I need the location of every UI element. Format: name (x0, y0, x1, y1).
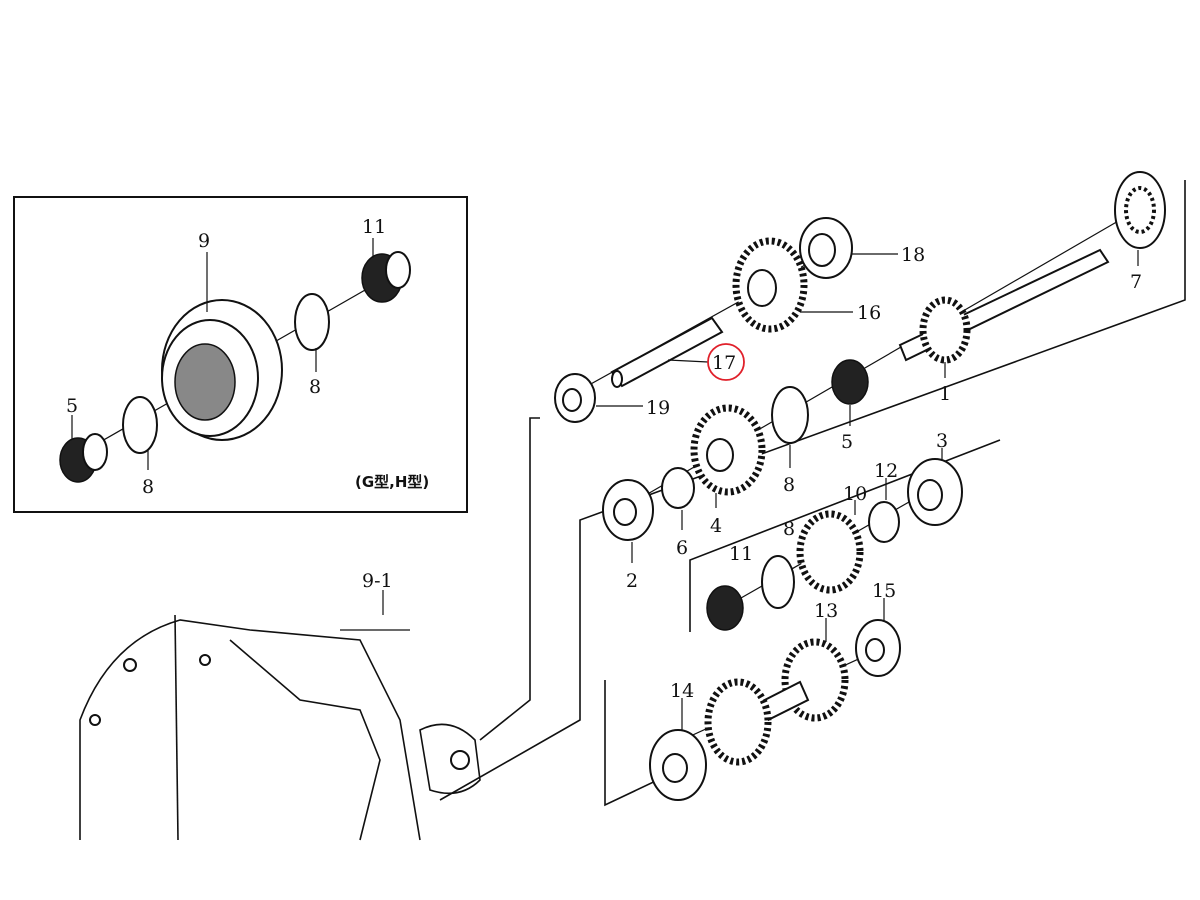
inset-needle-bearing-left (59, 433, 108, 483)
label-1: 1 (939, 383, 951, 405)
leader-lines (596, 250, 1139, 730)
part-2-bearing (602, 479, 654, 541)
part-4-gear (690, 404, 766, 496)
inset-needle-bearing-right (361, 251, 411, 303)
part-5-needle-bearing (831, 359, 869, 405)
part-14-bearing (649, 729, 707, 801)
label-14: 14 (670, 680, 694, 702)
label-19: 19 (646, 397, 670, 419)
inset-label-11: 11 (362, 216, 386, 238)
inset-label-8-right: 8 (309, 376, 321, 398)
part-labels: 18 16 17 19 7 1 5 8 4 6 2 3 12 10 11 8 1… (362, 244, 1142, 702)
part-12-washer (868, 501, 900, 543)
label-11: 11 (729, 543, 753, 565)
part-11-needle-bearing (706, 585, 744, 631)
part-13-cluster-gear (704, 638, 849, 766)
label-15: 15 (872, 580, 896, 602)
part-7-sleeve (1114, 171, 1166, 249)
part-17-shaft (610, 316, 724, 388)
part-19-bearing (554, 373, 596, 423)
part-6-washer (661, 467, 695, 509)
inset-snap-ring-right (294, 293, 330, 351)
label-10: 10 (843, 483, 867, 505)
inset-variant-note: (G型,H型) (355, 473, 429, 491)
part-10-gear (796, 510, 864, 594)
inset-housing-9 (161, 299, 283, 441)
part-18-bearing (799, 217, 853, 279)
label-8-upper: 8 (783, 474, 795, 496)
label-5: 5 (841, 431, 853, 453)
part-15-bearing (855, 619, 901, 677)
part-16-gear (732, 237, 808, 333)
label-4: 4 (710, 515, 722, 537)
part-1-mainshaft (898, 248, 1110, 364)
label-6: 6 (676, 537, 688, 559)
label-17: 17 (712, 352, 736, 374)
label-12: 12 (874, 460, 898, 482)
label-3: 3 (936, 430, 948, 452)
inset-label-9: 9 (198, 230, 210, 252)
part-8-snap-ring-lower (761, 555, 795, 609)
label-8-lower: 8 (783, 518, 795, 540)
inset-panel: 9 11 8 5 8 (G型,H型) (13, 196, 468, 513)
part-8-snap-ring (771, 386, 809, 444)
label-7: 7 (1130, 271, 1142, 293)
part-3-bearing (907, 458, 963, 526)
label-13: 13 (814, 600, 838, 622)
highlight-circle-17 (707, 343, 745, 381)
label-18: 18 (901, 244, 925, 266)
part-9-1-housing (79, 590, 481, 841)
label-16: 16 (857, 302, 881, 324)
inset-label-5: 5 (66, 395, 78, 417)
label-2: 2 (626, 570, 638, 592)
inset-snap-ring-left (122, 396, 158, 454)
label-9-1: 9-1 (362, 570, 393, 592)
inset-label-8-left: 8 (142, 476, 154, 498)
